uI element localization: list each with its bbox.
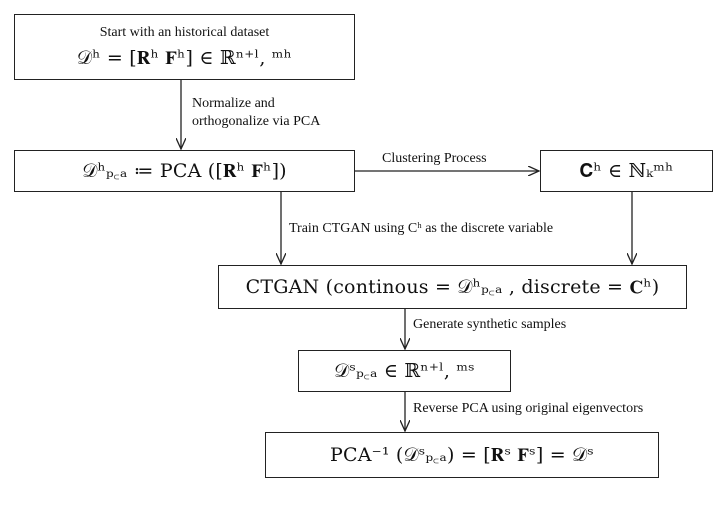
reverse-label: Reverse PCA using original eigenvectors [413, 401, 644, 416]
train-label: Train CTGAN using Cʰ as the discrete var… [289, 221, 554, 236]
pca-formula: 𝒟ʰₚ꜀ₐ ≔ PCA ([𝐑ʰ 𝐅ʰ]) [82, 160, 287, 182]
normalize-label-line1: Normalize and [192, 96, 275, 111]
generate-label: Generate synthetic samples [413, 317, 567, 332]
clustering-label: Clustering Process [382, 151, 487, 166]
inverse-pca-box: PCA⁻¹ (𝒟ˢₚ꜀ₐ) = [𝐑ˢ 𝐅ˢ] = 𝒟ˢ [265, 432, 659, 478]
ctgan-box: CTGAN (continous = 𝒟ʰₚ꜀ₐ , discrete = 𝐂ʰ… [218, 265, 687, 309]
inverse-pca-formula: PCA⁻¹ (𝒟ˢₚ꜀ₐ) = [𝐑ˢ 𝐅ˢ] = 𝒟ˢ [329, 444, 595, 466]
pca-box: 𝒟ʰₚ꜀ₐ ≔ PCA ([𝐑ʰ 𝐅ʰ]) [14, 150, 355, 192]
start-caption: Start with an historical dataset [99, 25, 270, 40]
ctgan-formula: CTGAN (continous = 𝒟ʰₚ꜀ₐ , discrete = 𝐂ʰ… [245, 276, 660, 298]
start-dataset-box: Start with an historical dataset 𝒟ʰ = [𝐑… [14, 14, 355, 80]
clusters-formula: 𝐂ʰ ∈ ℕₖᵐʰ [579, 160, 674, 182]
normalize-label-line2: orthogonalize via PCA [192, 114, 321, 129]
synthetic-pca-formula: 𝒟ˢₚ꜀ₐ ∈ ℝⁿ⁺ˡ, ᵐˢ [334, 360, 475, 382]
historical-dataset-formula: 𝒟ʰ = [𝐑ʰ 𝐅ʰ] ∈ ℝⁿ⁺ˡ, ᵐʰ [76, 47, 293, 69]
synthetic-pca-box: 𝒟ˢₚ꜀ₐ ∈ ℝⁿ⁺ˡ, ᵐˢ [298, 350, 511, 392]
clusters-box: 𝐂ʰ ∈ ℕₖᵐʰ [540, 150, 713, 192]
